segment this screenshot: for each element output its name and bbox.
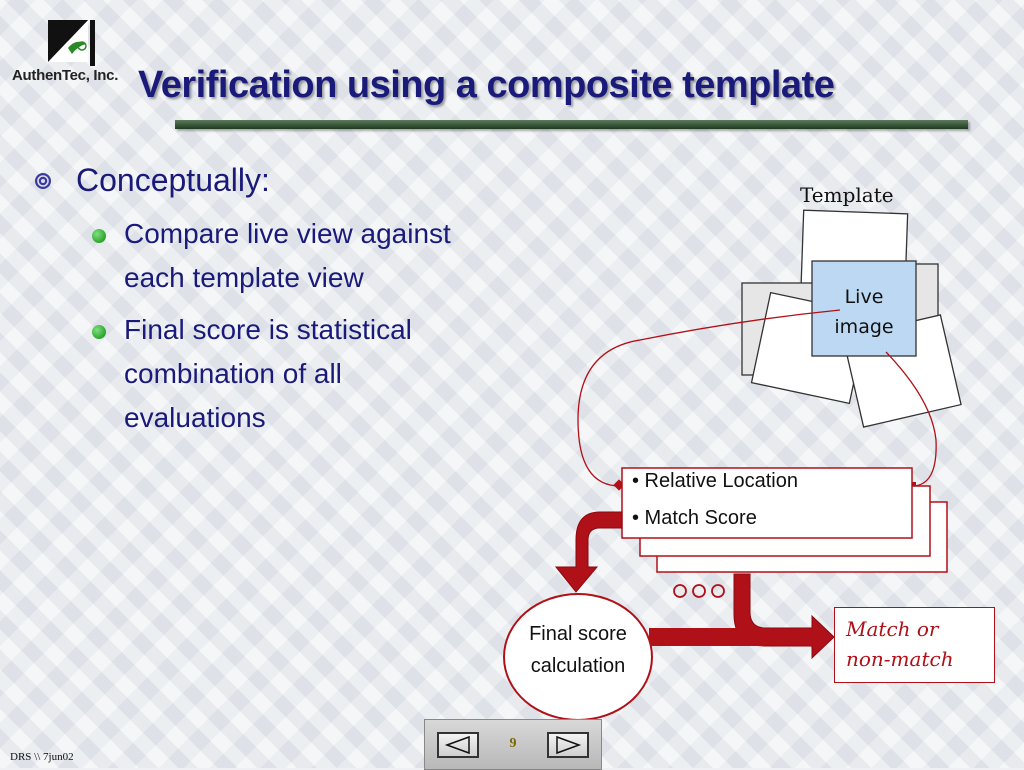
ellipsis-circle [711,584,725,598]
final-line1: Final score [529,623,627,645]
slide-nav-bar: 9 [424,719,602,770]
live-image-box [811,260,917,357]
title-underline [175,120,968,129]
company-name: AuthenTec, Inc. [12,67,119,84]
live-image-label: Live image [812,282,916,342]
green-bullet-icon [92,229,106,243]
bullet-conceptually: Conceptually: [76,162,270,198]
result-card-1 [621,467,913,539]
bullet-compare-line2: each template view [124,262,364,293]
bullet-compare-line1: Compare live view against [124,218,451,249]
arrow-final-to-result [649,628,764,646]
bullet-final-score: Final score is statistical combination o… [124,308,544,440]
triangle-right-icon [556,735,582,755]
card-match-score: • Match Score [632,507,757,529]
authentec-logo [48,20,95,66]
connector-left [577,309,841,487]
swirl-bullet-icon [35,173,51,189]
connector-right [885,351,937,487]
card-relative-location: • Relative Location [632,470,798,492]
match-result-box [834,607,995,683]
prev-slide-button[interactable] [437,732,479,758]
template-label: Template [800,183,894,207]
bullet-compare: Compare live view against each template … [124,212,544,300]
next-slide-button[interactable] [547,732,589,758]
ellipsis-circle [692,584,706,598]
slide-title: Verification using a composite template [138,64,835,106]
result-line1: Match or [846,617,939,641]
bullet-final-line1: Final score is statistical [124,314,412,345]
bullet-final-line3: evaluations [124,402,266,433]
triangle-left-icon [444,735,470,755]
live-label-line2: image [834,316,894,338]
ellipsis-circle [673,584,687,598]
footer-note: DRS \\ 7jun02 [10,751,74,763]
result-line2: non-match [846,647,954,671]
page-number: 9 [509,736,517,751]
arrow-to-final [554,511,623,593]
final-line2: calculation [530,655,626,677]
bullet-final-line2: combination of all [124,358,342,389]
final-score-label: Final score calculation [503,618,653,682]
live-label-line1: Live [844,286,884,308]
match-result-label: Match or non-match [846,614,954,674]
green-bullet-icon [92,325,106,339]
final-score-circle [503,593,653,721]
